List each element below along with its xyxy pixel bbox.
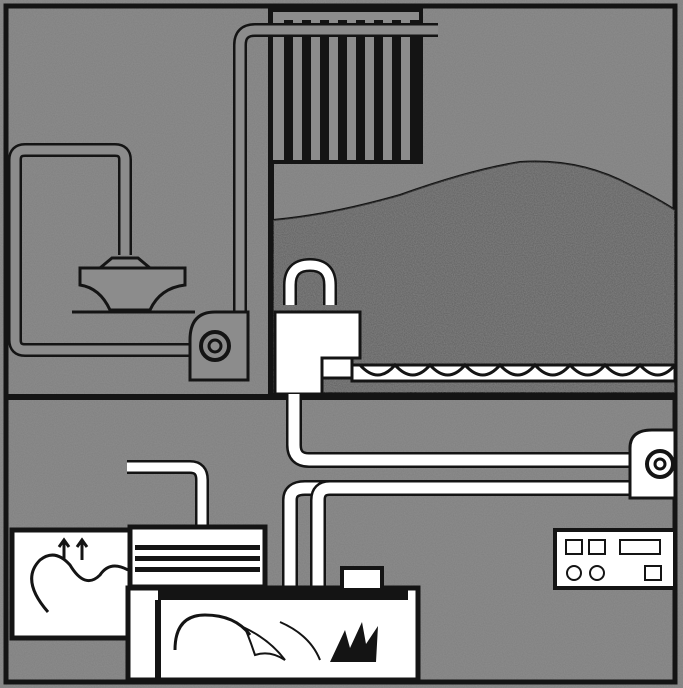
auger-conveyor bbox=[352, 365, 675, 381]
blower-fan-lower bbox=[630, 430, 675, 498]
air-heating-unit bbox=[12, 530, 132, 638]
boiler-tubes bbox=[130, 527, 265, 587]
control-panel bbox=[555, 530, 675, 588]
blower-fan-upper bbox=[190, 312, 248, 380]
